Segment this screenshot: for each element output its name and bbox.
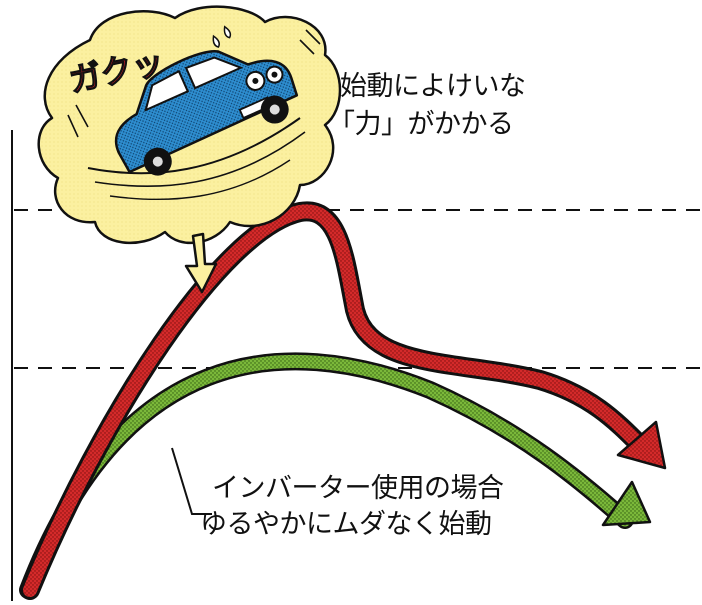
- bubble-caption-line1: 始動によけいな: [340, 71, 526, 102]
- red-arrowhead: [616, 420, 667, 470]
- bubble-caption-line2: 「力」がかかる: [328, 109, 514, 140]
- car-icon: [114, 25, 299, 176]
- green-curve: [19, 352, 652, 599]
- down-arrow-icon: [184, 232, 218, 294]
- green-caption-pointer: [171, 447, 212, 515]
- green-arrowhead: [601, 480, 652, 527]
- green-caption-line1: インバーター使用の場合: [212, 473, 504, 504]
- green-caption-line2: ゆるやかにムダなく始動: [200, 509, 492, 540]
- thought-bubble: ガクッ: [37, 5, 342, 294]
- red-curve: [20, 201, 667, 600]
